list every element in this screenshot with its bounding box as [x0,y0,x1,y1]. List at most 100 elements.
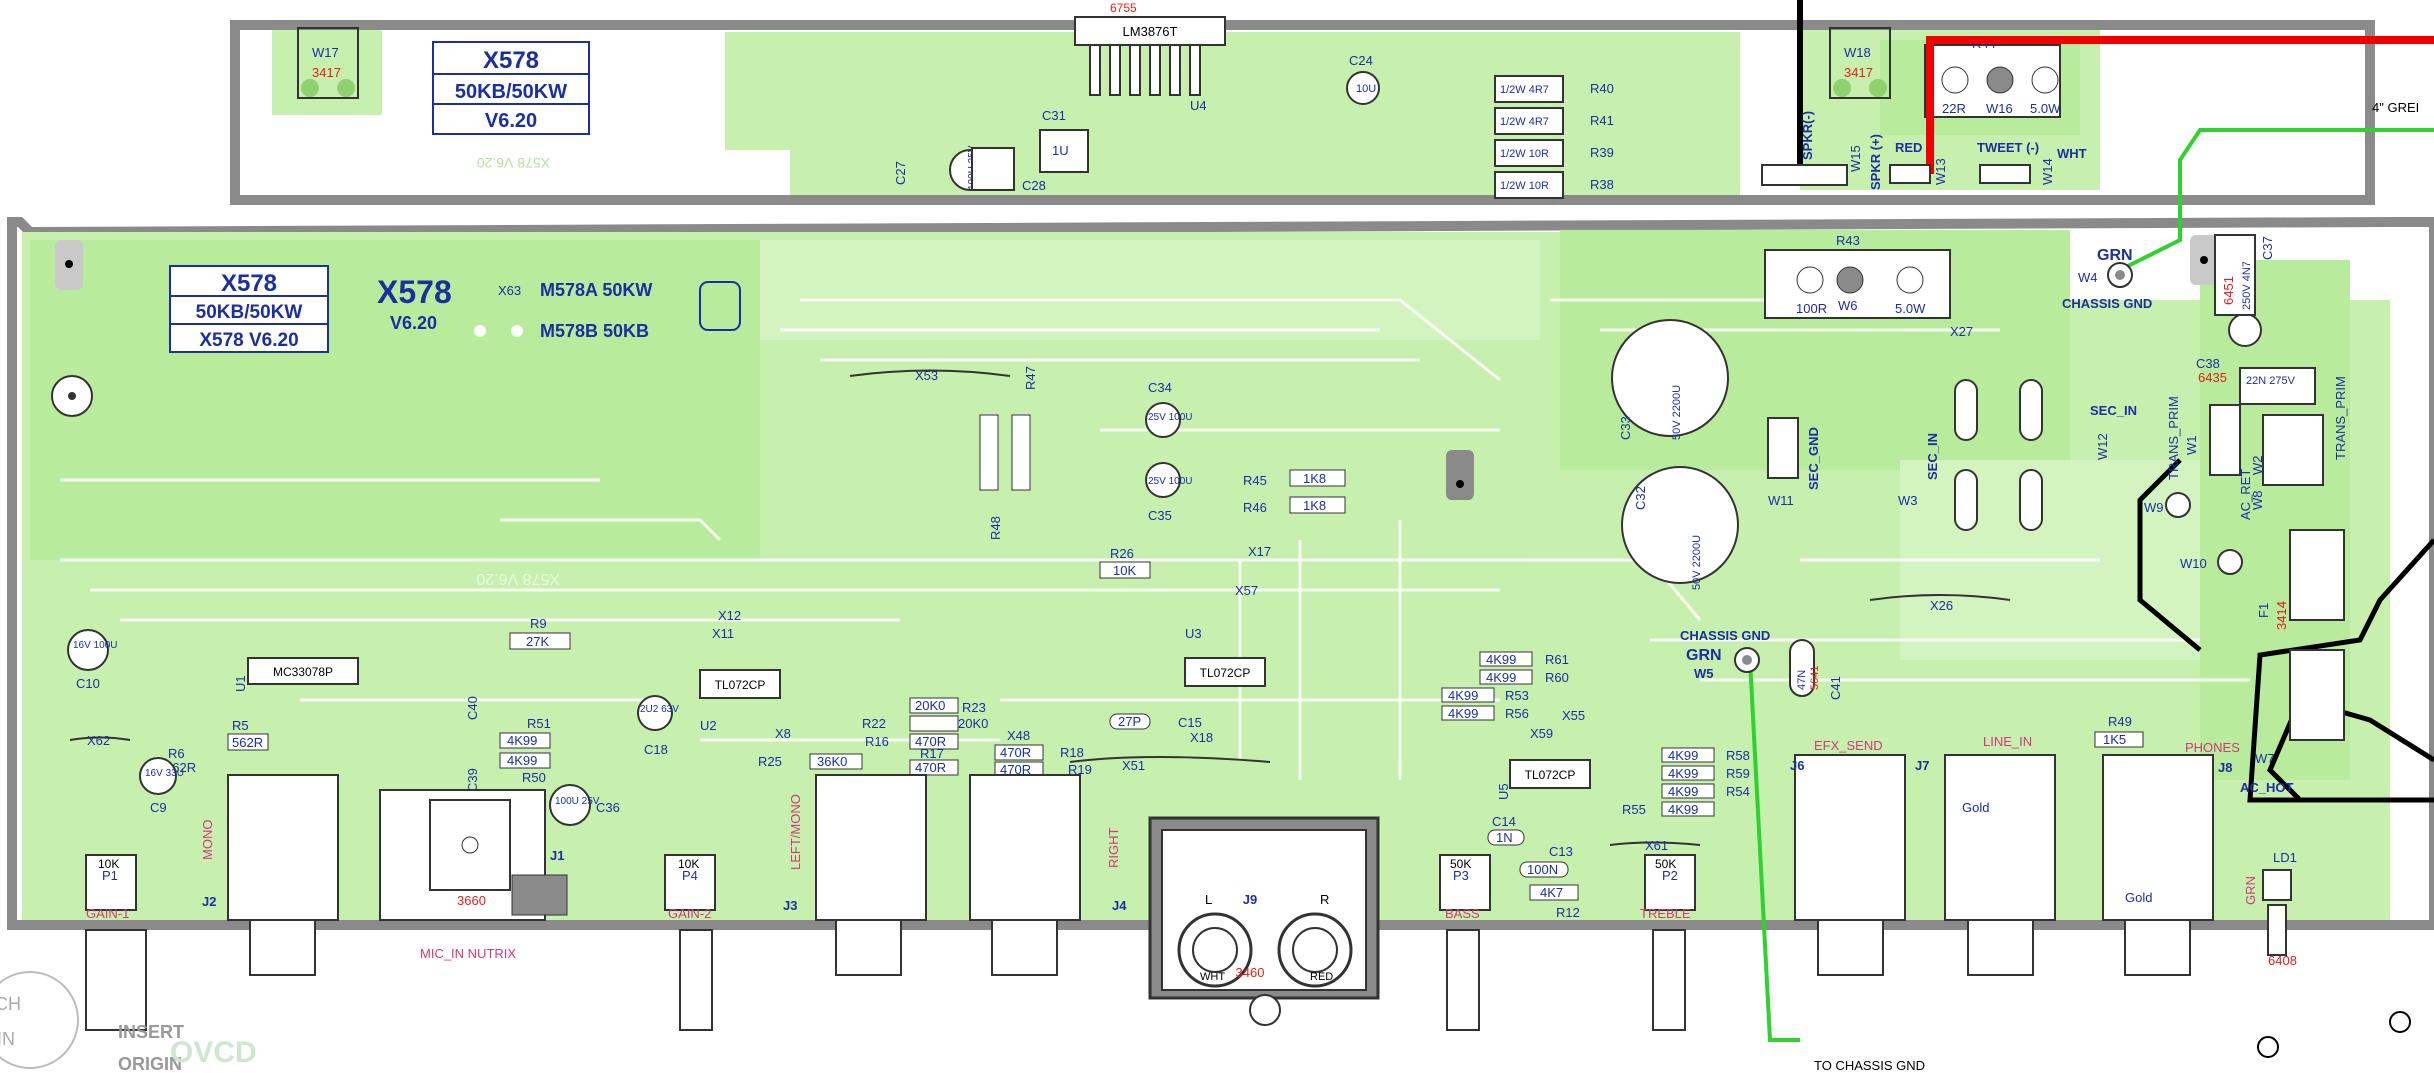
x51-label: X51 [1122,758,1145,773]
r55-ref: R55 [1622,802,1646,817]
x27-label: X27 [1950,324,1973,339]
p3-label: P3 [1453,868,1469,883]
upper-title-1: X578 [483,47,539,74]
sec-gnd: SEC_GND W11 [1767,417,1821,508]
jack-j2: J2 MONO [200,774,339,976]
c15-value: 27P [1118,714,1141,729]
lower-title-3: X578 V6.20 [199,330,298,351]
c33-value: 50V 2200U [1671,385,1683,440]
u3-ref: U3 [1185,626,1202,641]
gold-label-j8: Gold [2125,890,2152,905]
w7-label: W7 [2255,751,2275,766]
u4-ref: U4 [1190,98,1207,113]
w3-label: W3 [1898,493,1918,508]
j2-label: J2 [202,894,216,909]
r38-ref: R38 [1590,177,1614,192]
pour-upper-left [272,30,382,115]
r53-value: 4K99 [1448,688,1478,703]
w16-label: W16 [1986,101,2013,116]
r17-ref: R17 [920,746,944,761]
w2-label: W2 [2250,456,2265,476]
r58-value: 4K99 [1668,748,1698,763]
jack-j7: J7 LINE_IN Gold [1915,734,2056,976]
ovcd-label: OVCD [170,1036,257,1069]
c24-value: 10U [1356,83,1376,95]
r39-ref: R39 [1590,145,1614,160]
c31-value: 1U [1052,143,1069,158]
c38-value: 22N 275V [2246,375,2296,387]
w13-label: W13 [1933,158,1948,185]
trans-prim-label-a: TRANS_PRIM [2166,396,2181,480]
c41-code: 5641 [1809,666,1821,690]
w9-label: W9 [2144,500,2164,515]
c37-value: 250V 4N7 [2241,261,2253,310]
led-ld1: LD1 GRN 6408 [2243,850,2297,968]
c14-ref: C14 [1492,814,1516,829]
left-mono-label: LEFT/MONO [788,794,803,870]
r59-ref: R59 [1726,766,1750,781]
r60-value: 4K99 [1486,670,1516,685]
j1-code: 3660 [457,893,486,908]
jack-j1: 3660 J1 MIC_IN NUTRIX [379,789,568,961]
c36-ref: C36 [596,800,620,815]
ld1-label: LD1 [2273,850,2297,865]
r26-ref: R26 [1110,546,1134,561]
big-title-version: V6.20 [390,313,437,333]
r40-value: 1/2W 4R7 [1500,84,1549,96]
chassis-gnd-top: GRN W4 CHASSIS GND [2062,247,2152,311]
r22-ref: R22 [862,716,886,731]
chip-u3: TL072CP U3 [1184,626,1266,687]
w15-label: W15 [1848,145,1863,172]
in-label: IN [0,1029,15,1049]
insert-label: INSERT [118,1022,184,1042]
r43-power-resistor: R43 100R W6 5.0W [1764,233,1951,319]
gain2-label: GAIN-2 [668,906,711,921]
x53-label: X53 [915,368,938,383]
c32-ref: C32 [1633,486,1648,510]
c38-code: 6435 [2198,370,2227,385]
j6-label: J6 [1790,758,1804,773]
red-label: RED [1895,140,1922,155]
r41-value: 1/2W 4R7 [1500,116,1549,128]
r16-value: 470R [915,734,946,749]
wire-w18: W18 3417 [1829,27,1891,99]
r44-power: 5.0W [2030,101,2061,116]
c28-ref: C28 [1022,178,1046,193]
ld1-code: 6408 [2268,953,2297,968]
r56-ref: R56 [1505,706,1529,721]
chassis-gnd-top-label: CHASSIS GND [2062,296,2152,311]
p4-value: 10K [678,857,699,871]
x12-label: X12 [718,608,741,623]
r22-value: 20K0 [958,716,988,731]
c31-ref: C31 [1042,108,1066,123]
c18-value: 2U2 63V [640,704,679,715]
j9-r-label: R [1320,892,1329,907]
ac-hot-label: AC_HOT [2240,780,2294,795]
c10-value: 16V 100U [73,640,117,651]
phones-label: PHONES [2185,740,2240,755]
tweet-label: TWEET (-) [1977,140,2039,155]
chassis-gnd-mid: CHASSIS GND GRN W5 TO CHASSIS GND [1680,628,1925,1073]
c27-ref: C27 [893,161,908,185]
amp-logo-icon [699,281,741,331]
upper-ghost-title: X578 V6.20 [477,155,550,171]
black-wire-loop [2137,458,2202,652]
c32-value: 50V 2200U [1691,535,1703,590]
black-wire-right [2247,538,2434,803]
small-resistors: 1K8 R45 1K8 R46 10K R26 27K R9 562R R5 R… [165,366,2144,920]
u5-ref: U5 [1496,783,1511,800]
r47-ref: R47 [1023,366,1038,390]
jack-j3: J3 LEFT/MONO [783,774,927,976]
c24-ref: C24 [1349,53,1373,68]
lower-ghost-title: X578 V6.20 [476,570,560,587]
x57-label: X57 [1235,583,1258,598]
trans-prim-label-b: TRANS_PRIM [2333,376,2348,460]
r55-value: 4K99 [1668,802,1698,817]
r50-value: 4K99 [507,753,537,768]
grei-label: 4" GREI [2372,100,2419,115]
r17-value: 470R [915,760,946,775]
r19-value: 470R [1000,762,1031,777]
x17-label: X17 [1248,544,1271,559]
